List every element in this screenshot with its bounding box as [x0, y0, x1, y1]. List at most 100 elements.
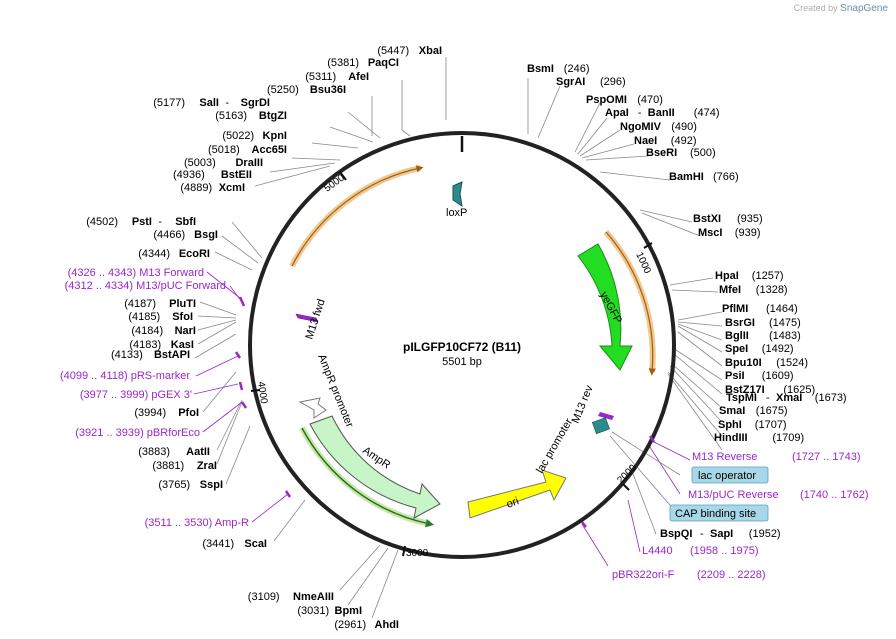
- loxp-marker: [452, 181, 463, 208]
- enzyme-naei: NaeI: [634, 135, 657, 147]
- enzyme-bamhi: BamHI: [669, 171, 704, 183]
- enzyme-sphi-pos: (1707): [755, 419, 787, 431]
- enzyme-mfei-pos: (1328): [756, 284, 788, 296]
- enzyme-pflmi-pos: (1464): [766, 303, 798, 315]
- enzyme-afei-pos: (5311): [305, 71, 336, 83]
- enzyme-hpai: HpaI: [715, 270, 739, 282]
- enzyme-pflmi: PflMI: [722, 303, 748, 315]
- enzyme-naei-pos: (492): [671, 135, 697, 147]
- enzyme-kasi-pos: (4183): [129, 339, 161, 351]
- enzyme-tspmi-pos: (1673): [815, 392, 847, 404]
- enzyme-kpni-pos: (5022): [222, 130, 254, 142]
- enzyme-nmeaiii-pos: (3109): [248, 591, 280, 603]
- m13-rev-marker: [598, 412, 614, 420]
- leader-lines: [193, 57, 723, 619]
- enzyme-bsrgi-pos: (1475): [769, 317, 801, 329]
- pbr322-label: pBR322ori-F: [612, 569, 675, 581]
- enzyme-bglii-pos: (1483): [769, 330, 801, 342]
- enzyme-btgzi: BtgZI: [259, 110, 287, 122]
- enzyme-draiii-pos: (5003): [184, 157, 216, 169]
- enzyme-bstxi-pos: (935): [737, 213, 763, 225]
- enzyme-bspqi-pos: (1952): [749, 528, 781, 540]
- primer-pbrforeco: (3921 .. 3939) pBRforEco: [75, 427, 200, 439]
- enzyme-bsgi-pos: (4466): [153, 229, 185, 241]
- enzyme-hpai-pos: (1257): [752, 270, 784, 282]
- ori-arrow: [467, 469, 567, 519]
- enzyme-bsmi: BsmI: [527, 63, 554, 75]
- enzyme-msci-pos: (939): [735, 227, 761, 239]
- enzyme-bpu10i-pos: (1524): [776, 357, 808, 369]
- enzyme-sgrai: SgrAI: [556, 76, 585, 88]
- ampr-promoter-label: AmpR promoter: [315, 353, 355, 430]
- cap-binding-box: [669, 504, 769, 522]
- enzyme-bpmi-pos: (3031): [297, 605, 329, 617]
- yegfp-arrow: [577, 243, 633, 371]
- enzyme-pfoi: PfoI: [178, 407, 199, 419]
- enzyme-afei: AfeI: [348, 71, 369, 83]
- enzyme-apai: ApaI: [605, 107, 629, 119]
- m13puc-reverse-label: M13/pUC Reverse: [688, 489, 778, 501]
- enzyme-psti-extra: SbfI: [175, 216, 196, 228]
- enzyme-xbai-pos: (5447): [377, 45, 409, 57]
- enzyme-hindiii: HindIII: [714, 432, 748, 444]
- plasmid-name: pILGFP10CF72 (B11): [403, 340, 521, 354]
- lac-promoter-marker: [591, 417, 610, 435]
- enzyme-bstz17i-pos: (1625): [783, 384, 815, 396]
- enzyme-psti-pos: (4502): [86, 216, 118, 228]
- enzyme-xcmi-pos: (4889): [180, 182, 212, 194]
- pbr322-pos: (2209 .. 2228): [697, 569, 766, 581]
- enzyme-bsteii-pos: (4936): [173, 169, 205, 181]
- enzyme-acc65i-pos: (5018): [208, 144, 240, 156]
- enzyme-ngomiv-pos: (490): [671, 121, 697, 133]
- enzyme-paqci-pos: (5381): [327, 57, 359, 69]
- enzyme-psii: PsiI: [725, 370, 745, 382]
- left-enzyme-labels: XbaI(5447)PaqCI(5381)AfeI(5311)Bsu36I(52…: [86, 45, 442, 631]
- l4440-pos: (1958 .. 1975): [690, 545, 759, 557]
- tick-marks: [250, 171, 653, 557]
- enzyme-bpmi: BpmI: [335, 605, 363, 617]
- enzyme-pfoi-pos: (3994): [134, 407, 166, 419]
- enzyme-pluti: PluTI: [169, 298, 196, 310]
- enzyme-zrai-pos: (3881): [152, 460, 184, 472]
- enzyme-bseri: BseRI: [646, 147, 677, 159]
- tick-4000: 4000: [255, 381, 269, 405]
- m13-rev-label: M13 rev: [570, 383, 596, 425]
- enzyme-btgzi-pos: (5163): [215, 110, 247, 122]
- enzyme-bsu36i-pos: (5250): [267, 84, 299, 96]
- enzyme-xcmi: XcmI: [219, 182, 245, 194]
- enzyme-tspmi-extra: XmaI: [776, 392, 802, 404]
- enzyme-bsgi: BsgI: [194, 229, 218, 241]
- enzyme-spei-pos: (1492): [762, 343, 794, 355]
- lac-operator-label: lac operator: [698, 470, 756, 482]
- enzyme-bsteii: BstEII: [221, 169, 252, 181]
- backbone-circle: [248, 131, 676, 559]
- enzyme-ngomiv: NgoMIV: [620, 121, 662, 133]
- enzyme-tspmi-dash: -: [766, 392, 770, 404]
- primer-amp-r: (3511 .. 3530) Amp-R: [145, 517, 249, 529]
- enzyme-sali-extra: SgrDI: [241, 97, 270, 109]
- enzyme-bglii: BglII: [725, 330, 749, 342]
- enzyme-ahdi: AhdI: [375, 619, 399, 631]
- enzyme-ecori: EcoRI: [179, 248, 210, 260]
- plasmid-length: 5501 bp: [442, 356, 482, 368]
- enzyme-scai-pos: (3441): [202, 538, 234, 550]
- enzyme-bstz17i: BstZ17I: [725, 384, 765, 396]
- enzyme-apai-extra: BanII: [648, 107, 675, 119]
- ori-label: ori: [505, 495, 521, 510]
- enzyme-aatii-pos: (3883): [138, 446, 170, 458]
- m13-reverse-label: M13 Reverse: [692, 451, 757, 463]
- enzyme-sgrai-pos: (296): [600, 76, 626, 88]
- m13puc-reverse-pos: (1740 .. 1762): [800, 489, 869, 501]
- enzyme-sspi-pos: (3765): [158, 479, 190, 491]
- cap-binding-label: CAP binding site: [675, 508, 756, 520]
- right-enzyme-labels: BsmI(246)SgrAI(296)PspOMI(470)ApaI- BanI…: [527, 63, 847, 540]
- enzyme-bpu10i: Bpu10I: [725, 357, 762, 369]
- enzyme-zrai: ZraI: [197, 460, 217, 472]
- enzyme-hindiii-pos: (1709): [772, 432, 804, 444]
- orange-arc-top: [289, 165, 421, 268]
- enzyme-xbai: XbaI: [419, 45, 442, 57]
- enzyme-smai-pos: (1675): [756, 405, 788, 417]
- enzyme-bsmi-pos: (246): [564, 63, 590, 75]
- enzyme-psii-pos: (1609): [762, 370, 794, 382]
- enzyme-ahdi-pos: (2961): [334, 619, 366, 631]
